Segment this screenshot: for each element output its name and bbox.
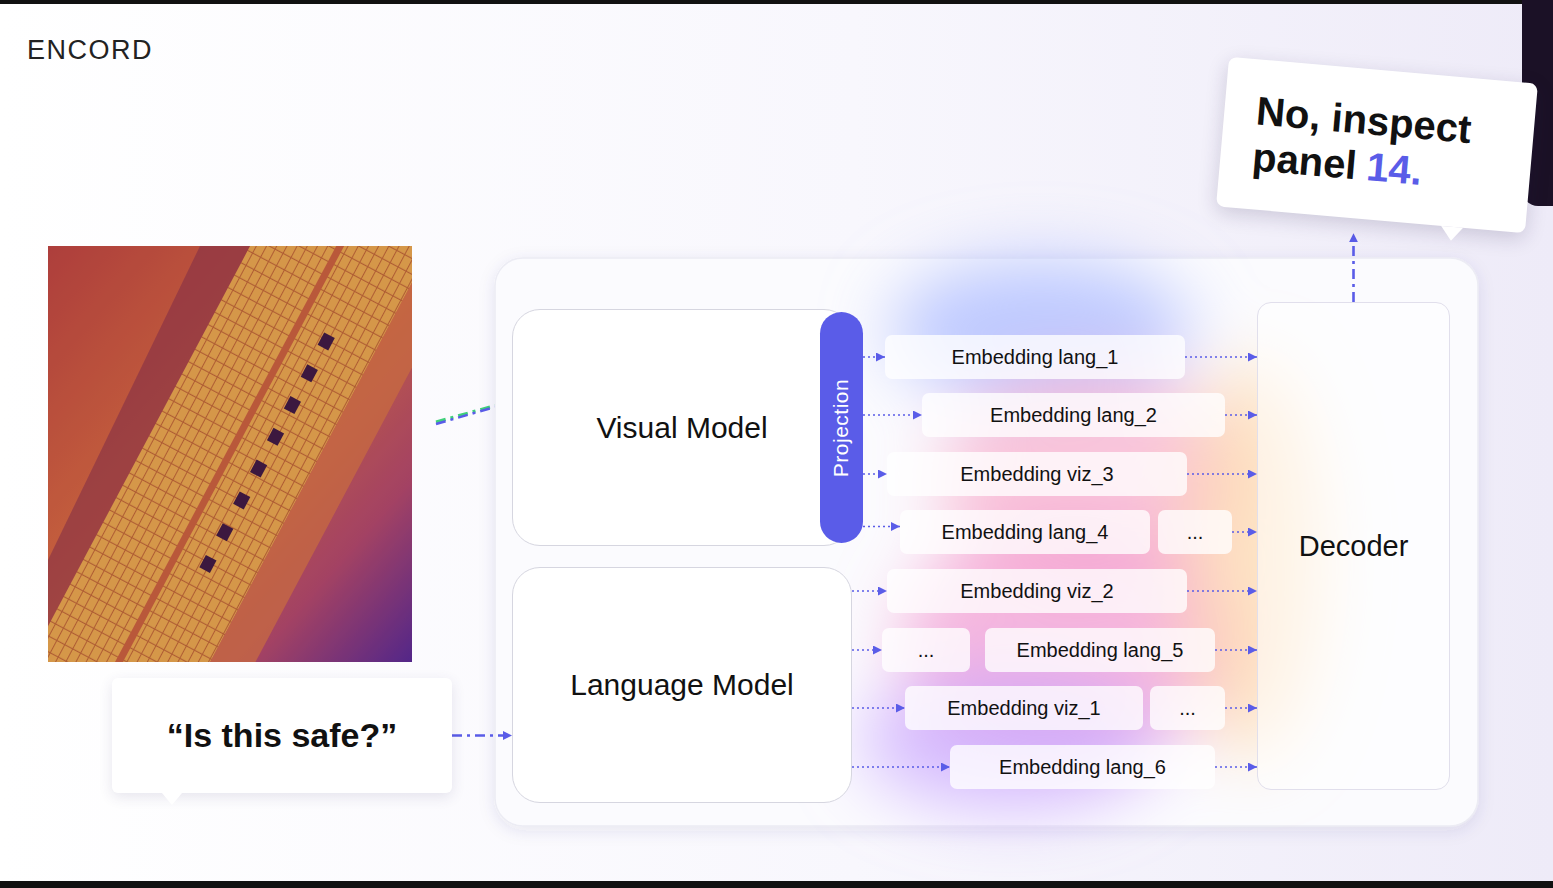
embedding-glow	[860, 260, 1320, 810]
language-model-box: Language Model	[512, 567, 852, 803]
embedding-link	[1215, 766, 1257, 768]
embedding-box: Embedding lang_4	[900, 510, 1150, 554]
node-text: Embedding lang_2	[990, 404, 1157, 427]
embedding-link	[863, 414, 922, 416]
node-text: Language Model	[570, 668, 794, 702]
embedding-link	[1225, 414, 1257, 416]
embedding-link	[1185, 356, 1257, 358]
flow-arrow	[1352, 233, 1355, 302]
node-text: Embedding viz_3	[960, 463, 1113, 486]
node-text: Embedding viz_1	[947, 697, 1100, 720]
ellipsis-box: ...	[1150, 686, 1225, 730]
decoder-box: Decoder	[1257, 302, 1450, 790]
ellipsis-box: ...	[882, 628, 970, 672]
bottom-frame-bar	[0, 881, 1553, 888]
node-text: Projection	[830, 378, 854, 476]
node-text: “Is this safe?”	[167, 716, 398, 755]
embedding-link	[852, 766, 950, 768]
embedding-box: Embedding lang_6	[950, 745, 1215, 789]
embedding-link	[863, 473, 887, 475]
logo-text: ENCORD	[27, 35, 153, 66]
embedding-link	[1225, 707, 1257, 709]
answer-bubble: No, inspect panel14.	[1216, 57, 1538, 233]
node-text: Embedding lang_4	[942, 521, 1109, 544]
embedding-link	[1187, 590, 1257, 592]
embedding-link	[852, 649, 882, 651]
embedding-box: Embedding viz_1	[905, 686, 1143, 730]
embedding-link	[863, 526, 900, 528]
embedding-link	[1187, 473, 1257, 475]
embedding-box: Embedding lang_2	[922, 393, 1225, 437]
model-panel	[495, 258, 1478, 826]
embedding-box: Embedding lang_5	[985, 628, 1215, 672]
node-text: ...	[918, 639, 935, 662]
node-text: 14.	[1365, 144, 1424, 193]
node-text: Decoder	[1299, 530, 1409, 563]
embedding-link	[852, 590, 887, 592]
node-text: ...	[1187, 521, 1204, 544]
question-bubble: “Is this safe?”	[112, 678, 452, 793]
node-text: Embedding lang_5	[1017, 639, 1184, 662]
thermal-roof-image	[48, 246, 412, 662]
flow-arrow	[452, 734, 512, 737]
node-text: Embedding viz_2	[960, 580, 1113, 603]
projection-bar: Projection	[820, 312, 863, 543]
embedding-box: Embedding lang_1	[885, 335, 1185, 379]
embedding-box: Embedding viz_3	[887, 452, 1187, 496]
ellipsis-box: ...	[1158, 510, 1232, 554]
node-text: Embedding lang_6	[999, 756, 1166, 779]
node-text: Visual Model	[596, 411, 767, 445]
embedding-link	[1215, 649, 1257, 651]
embedding-link	[1232, 531, 1257, 533]
embedding-link	[852, 707, 905, 709]
node-text: Embedding lang_1	[952, 346, 1119, 369]
embedding-link	[863, 356, 885, 358]
node-text: No, inspect panel	[1251, 88, 1474, 187]
top-frame-bar	[0, 0, 1553, 4]
embedding-box: Embedding viz_2	[887, 569, 1187, 613]
node-text: ...	[1179, 697, 1196, 720]
visual-model-box: Visual Model	[512, 309, 852, 546]
